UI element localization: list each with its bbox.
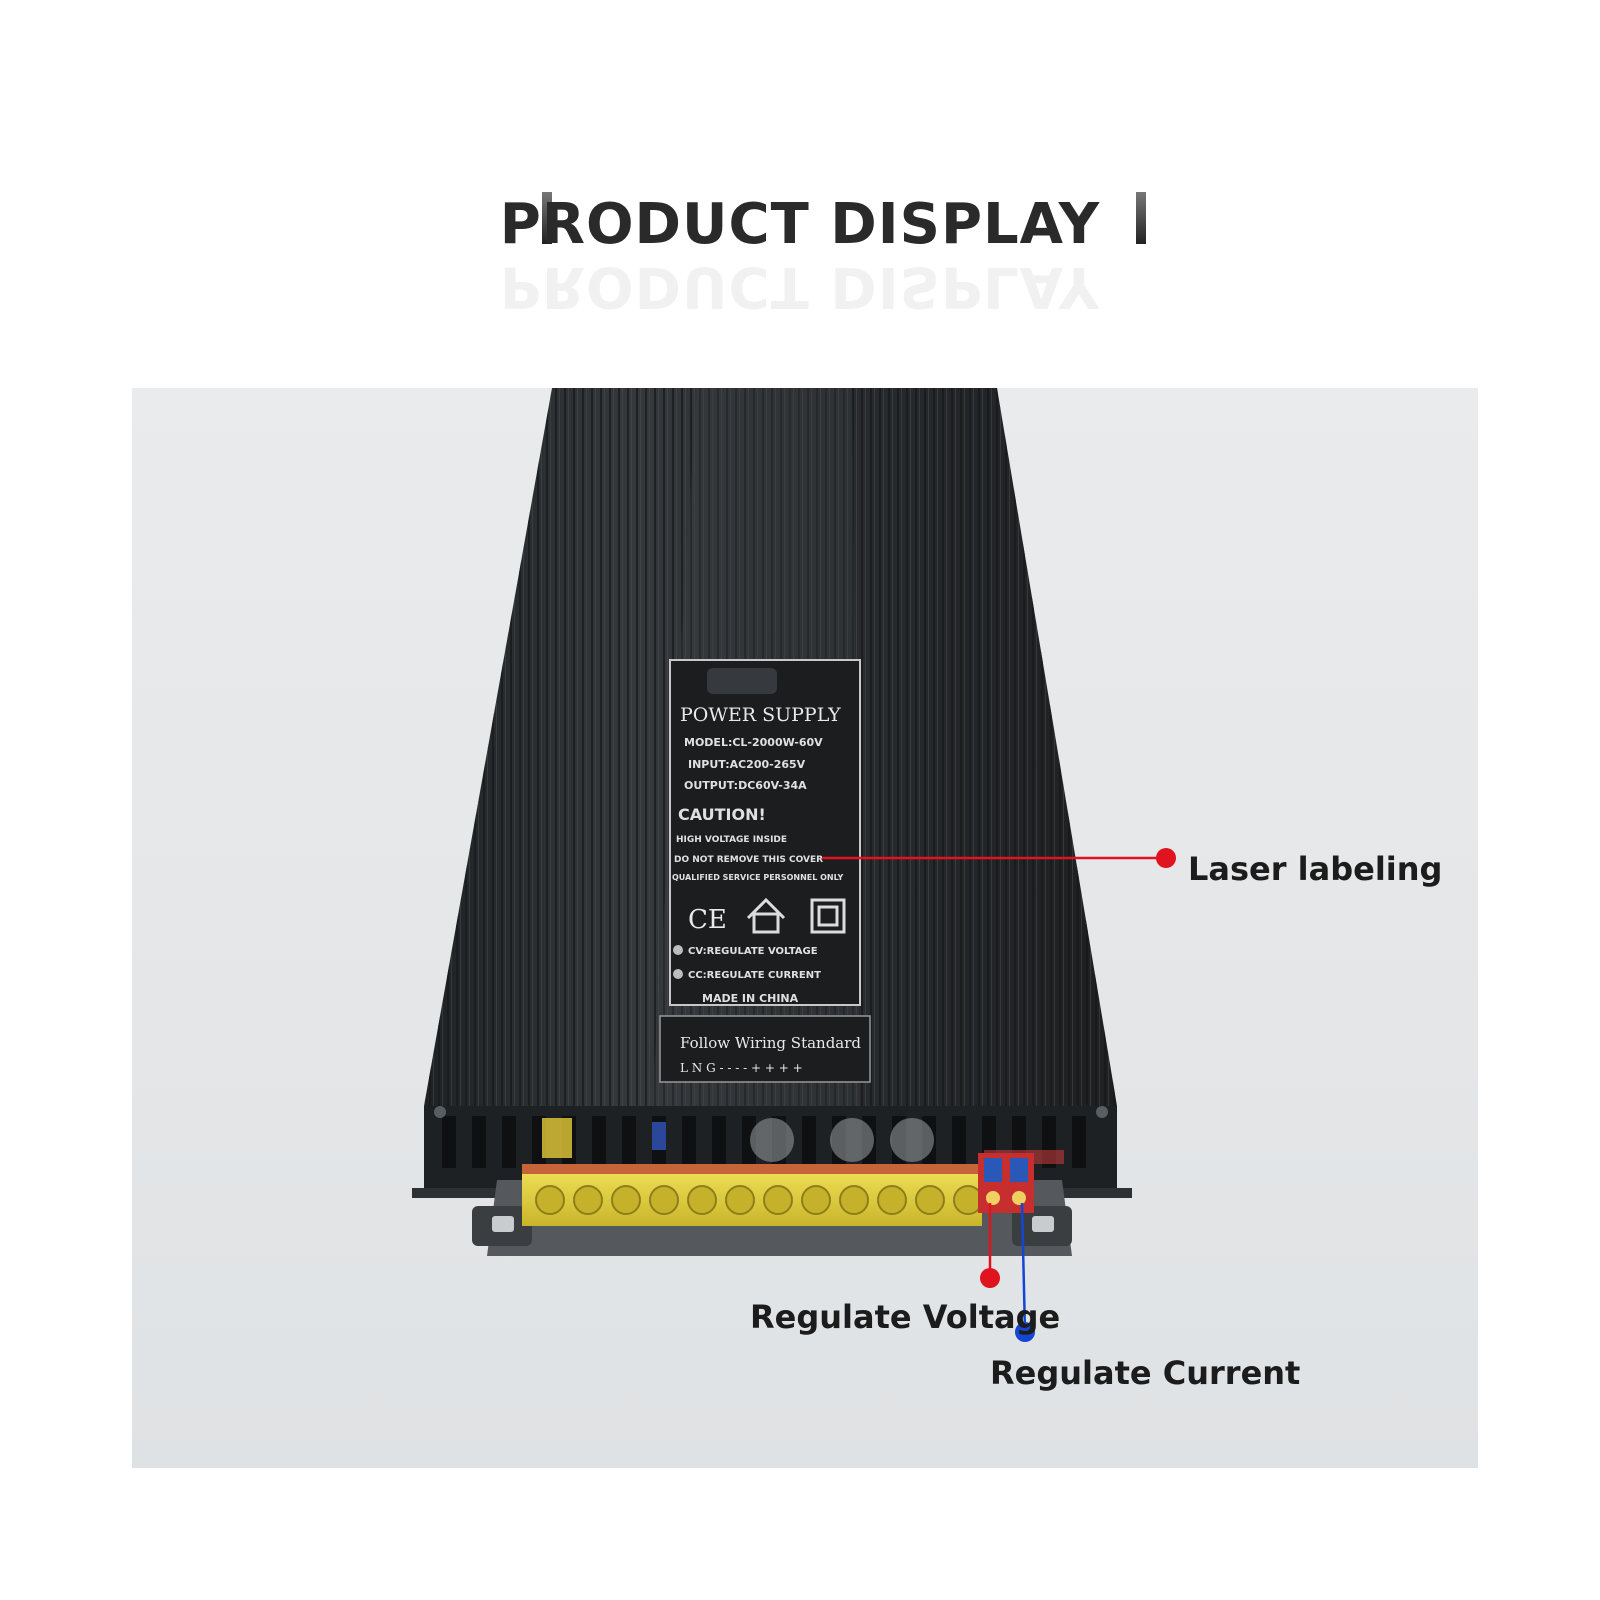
title-bracket-left: [542, 192, 552, 244]
laser-callout-dot: [1156, 848, 1176, 868]
callout-laser-labeling: Laser labeling: [1188, 850, 1443, 888]
label-model: MODEL:CL-2000W-60V: [684, 736, 823, 749]
label-origin: MADE IN CHINA: [702, 992, 799, 1005]
page-title: PRODUCT DISPLAY: [499, 192, 1101, 257]
power-supply-illustration: POWER SUPPLY MODEL:CL-2000W-60V INPUT:AC…: [412, 388, 1176, 1342]
nameplate-label: POWER SUPPLY MODEL:CL-2000W-60V INPUT:AC…: [659, 659, 871, 1083]
callout-regulate-voltage: Regulate Voltage: [750, 1298, 1061, 1336]
label-title: POWER SUPPLY: [680, 704, 841, 726]
label-cv: CV:REGULATE VOLTAGE: [688, 946, 818, 957]
label-warning-3: QUALIFIED SERVICE PERSONNEL ONLY: [672, 873, 843, 882]
label-warning-1: HIGH VOLTAGE INSIDE: [676, 835, 787, 845]
label-warning-2: DO NOT REMOVE THIS COVER: [674, 855, 823, 865]
label-output: OUTPUT:DC60V-34A: [684, 779, 807, 792]
callout-lines: [822, 848, 1176, 1342]
indoor-use-icon: [746, 897, 786, 934]
callout-regulate-current: Regulate Current: [990, 1354, 1301, 1392]
ce-mark-icon: CE: [688, 905, 727, 935]
blurred-logo: [707, 668, 777, 694]
voltage-callout-dot: [980, 1268, 1000, 1288]
label-cc: CC:REGULATE CURRENT: [688, 970, 821, 981]
page-title-reflection: PRODUCT DISPLAY: [499, 254, 1101, 319]
double-insulation-icon: [810, 898, 846, 934]
terminal-block: [522, 1153, 1034, 1226]
product-photo: POWER SUPPLY MODEL:CL-2000W-60V INPUT:AC…: [132, 388, 1478, 1468]
label-caution: CAUTION!: [678, 805, 766, 824]
wiring-terminal-order: L N G - - - - + + + +: [680, 1061, 803, 1075]
header: PRODUCT DISPLAY PRODUCT DISPLAY: [0, 180, 1600, 320]
wiring-standard-title: Follow Wiring Standard: [680, 1034, 861, 1052]
label-input: INPUT:AC200-265V: [688, 758, 806, 771]
current-callout-dot: [1015, 1322, 1035, 1342]
title-bracket-right: [1136, 192, 1146, 244]
